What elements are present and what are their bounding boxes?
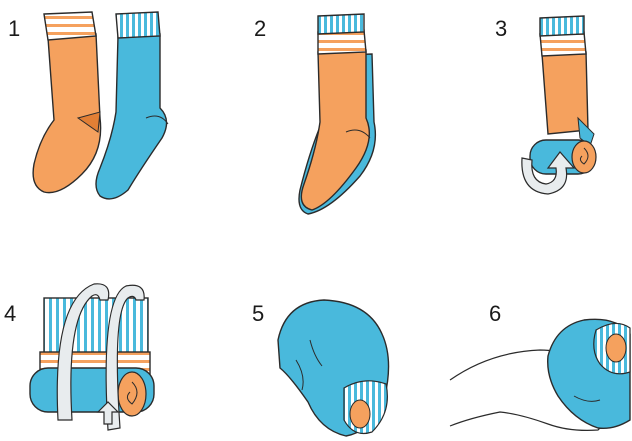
step-2-illustration — [299, 14, 375, 214]
step-6-illustration — [450, 319, 630, 430]
step-5-illustration — [278, 300, 389, 436]
step-1-illustration — [33, 12, 168, 199]
blue-sock — [96, 12, 168, 199]
step-3-illustration — [522, 16, 596, 194]
step-4-illustration — [30, 284, 154, 430]
orange-sock — [33, 12, 101, 193]
